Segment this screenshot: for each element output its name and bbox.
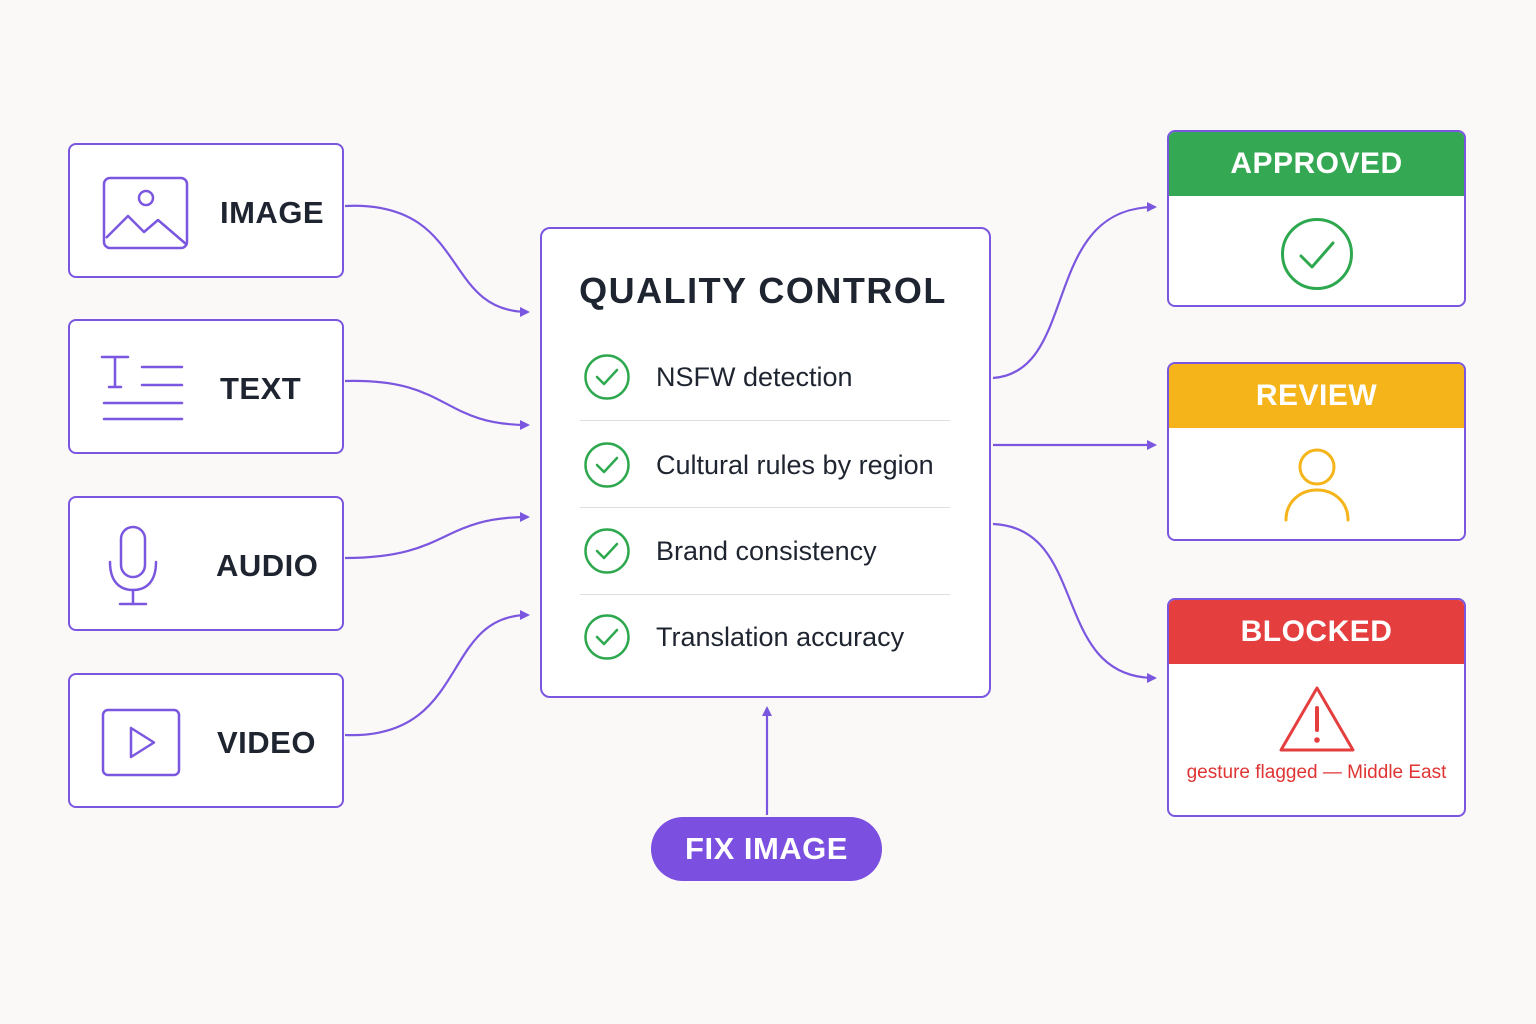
check-item-translation: Translation accuracy (584, 612, 964, 662)
input-video-label: VIDEO (217, 725, 316, 760)
quality-control-title: QUALITY CONTROL (579, 270, 947, 311)
arrow-audio-to-qc (344, 512, 530, 560)
divider (580, 420, 950, 421)
check-item-label: Brand consistency (656, 536, 877, 566)
check-circle-icon (584, 614, 630, 660)
check-circle-icon (584, 442, 630, 488)
output-approved-header: APPROVED (1169, 132, 1464, 196)
check-circle-icon (584, 354, 630, 400)
input-text-label: TEXT (220, 371, 302, 406)
arrow-image-to-qc (344, 204, 530, 317)
check-item-cultural: Cultural rules by region (584, 440, 964, 490)
arrow-qc-to-blocked (992, 522, 1157, 683)
text-icon (100, 355, 184, 421)
divider (580, 507, 950, 508)
input-video[interactable]: VIDEO (68, 673, 344, 808)
warning-icon (1279, 686, 1355, 752)
person-icon (1284, 448, 1350, 522)
output-review-header: REVIEW (1169, 364, 1464, 428)
output-review[interactable]: REVIEW (1167, 362, 1466, 541)
arrow-text-to-qc (344, 379, 530, 430)
check-item-label: Cultural rules by region (656, 450, 934, 480)
video-icon (101, 708, 181, 777)
input-audio[interactable]: AUDIO (68, 496, 344, 631)
fix-image-button[interactable]: FIX IMAGE (651, 817, 882, 881)
input-image-label: IMAGE (220, 195, 325, 230)
input-audio-label: AUDIO (216, 548, 319, 583)
blocked-reason: gesture flagged — Middle East (1186, 762, 1447, 783)
image-icon (102, 176, 189, 250)
arrow-qc-to-approved (992, 202, 1157, 380)
output-blocked-header: BLOCKED (1169, 600, 1464, 664)
check-item-label: Translation accuracy (656, 622, 905, 652)
microphone-icon (108, 525, 158, 606)
arrow-video-to-qc (344, 610, 530, 737)
input-image[interactable]: IMAGE (68, 143, 344, 278)
output-approved[interactable]: APPROVED (1167, 130, 1466, 307)
divider (580, 594, 950, 595)
quality-control-panel (540, 227, 991, 698)
check-item-brand: Brand consistency (584, 526, 964, 576)
input-text[interactable]: TEXT (68, 319, 344, 454)
check-item-nsfw: NSFW detection (584, 352, 964, 402)
check-circle-icon (1281, 218, 1353, 290)
output-blocked[interactable]: BLOCKED gesture flagged — Middle East (1167, 598, 1466, 817)
check-item-label: NSFW detection (656, 362, 853, 392)
check-circle-icon (584, 528, 630, 574)
